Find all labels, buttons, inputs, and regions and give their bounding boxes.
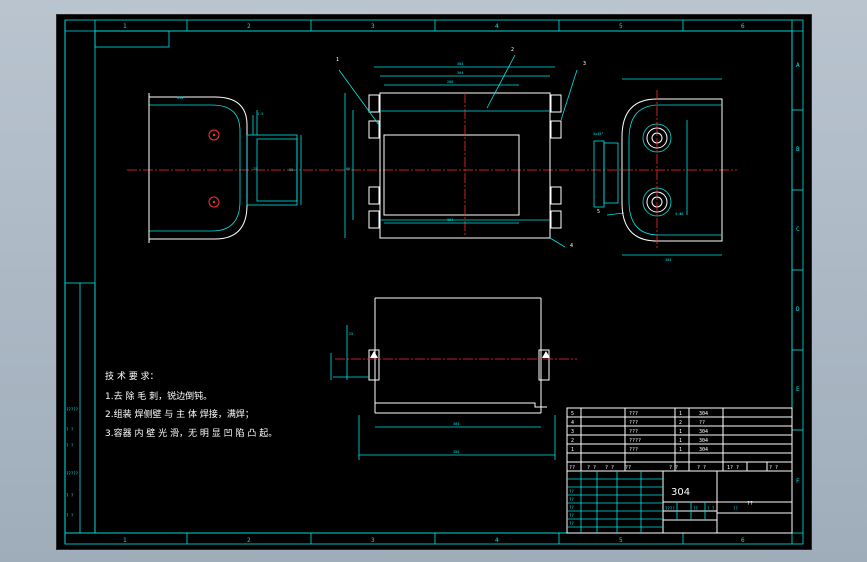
zone-dividers <box>186 20 803 544</box>
parts-row-material: ?? <box>699 420 705 426</box>
left-strip-label: ? ? <box>66 513 74 518</box>
svg-text:1.5: 1.5 <box>257 112 263 116</box>
section-view: 304 304 25 <box>330 297 577 460</box>
parts-header-cell: ?? <box>625 465 631 471</box>
parts-row-no: 4 <box>571 420 574 426</box>
zone-number-top: 6 <box>741 23 745 30</box>
parts-row-qty: 1 <box>679 447 682 453</box>
left-strip-label: ? ? <box>66 493 74 498</box>
parts-header-cell: ? ? <box>587 465 596 471</box>
zone-number-top: 5 <box>619 23 623 30</box>
parts-header-cell: ? ? <box>697 465 706 471</box>
svg-text:4x45°: 4x45° <box>593 132 604 136</box>
title-material: 304 <box>671 487 690 498</box>
tech-req-title: 技 术 要 求： <box>105 370 159 382</box>
parts-row-material: 304 <box>699 438 708 444</box>
left-strip-label: ? ? <box>66 443 74 448</box>
svg-text:304: 304 <box>453 450 459 454</box>
parts-row-name: ???? <box>629 438 641 444</box>
parts-row-material: 304 <box>699 429 708 435</box>
tech-req-item-2: 2.组装 焊侧壁 与 主 体 焊接，满焊； <box>105 408 254 420</box>
left-strip-label: ????? <box>66 471 79 476</box>
part-balloon: 5 <box>597 209 600 215</box>
svg-text:304: 304 <box>665 258 671 262</box>
zone-number-bottom: 2 <box>247 537 251 544</box>
left-side-view: 1.5 25 55 R10 <box>148 93 302 243</box>
zone-number-top: 4 <box>495 23 499 30</box>
parts-row-name: ??? <box>629 420 638 426</box>
parts-row-qty: 1 <box>679 429 682 435</box>
parts-header-cell: ?? <box>569 465 575 471</box>
parts-row-name: ??? <box>629 411 638 417</box>
title-row-label: ?? <box>569 497 574 502</box>
part-balloon: 4 <box>570 243 573 249</box>
parts-row-name: ??? <box>629 447 638 453</box>
right-side-view: 304 4-Φ8 4x45° <box>593 78 723 262</box>
parts-header-cell: ? ? <box>669 465 678 471</box>
part-balloon: 3 <box>583 61 586 67</box>
part-balloon: 2 <box>511 47 514 53</box>
parts-row-no: 2 <box>571 438 574 444</box>
svg-text:304: 304 <box>453 422 459 426</box>
zone-number-bottom: 5 <box>619 537 623 544</box>
zone-number-bottom: 6 <box>741 537 745 544</box>
zone-number-top: 3 <box>371 23 375 30</box>
zone-number-bottom: 3 <box>371 537 375 544</box>
left-strip-label: ????? <box>66 407 79 412</box>
svg-text:304: 304 <box>457 62 463 66</box>
zone-letter-right: D <box>796 306 800 313</box>
parts-row-no: 1 <box>571 447 574 453</box>
title-row-label: ?? <box>569 489 574 494</box>
parts-header-cell: 1? ? <box>727 465 739 471</box>
parts-header-cell: ? ? <box>769 465 778 471</box>
zone-number-bottom: 4 <box>495 537 499 544</box>
zone-letter-right: E <box>796 386 800 393</box>
technical-requirements: 技 术 要 求： 1.去 除 毛 刺，锐边倒钝。 2.组装 焊侧壁 与 主 体 … <box>105 370 277 439</box>
svg-text:304: 304 <box>447 218 453 222</box>
zone-letter-right: C <box>796 226 800 233</box>
zone-letter-right: B <box>796 146 800 153</box>
parts-header-cell: ? ? <box>605 465 614 471</box>
front-view: 304 304 200 304 66 <box>338 54 625 248</box>
parts-row-no: 5 <box>571 411 574 417</box>
title-scale-cell: ?? <box>693 506 698 511</box>
title-row-label: ?? <box>569 513 574 518</box>
title-block: 304 ?? <box>566 470 793 534</box>
tech-req-item-1: 1.去 除 毛 刺，锐边倒钝。 <box>105 390 212 402</box>
zone-letter-right: F <box>796 478 800 485</box>
tech-req-item-3: 3.容器 内 壁 光 滑，无 明 显 凹 陷 凸 起。 <box>105 427 277 439</box>
svg-text:4-Φ8: 4-Φ8 <box>675 212 683 216</box>
zone-letter-right: A <box>796 62 800 69</box>
title-scale-cell: ?? <box>733 506 738 511</box>
svg-text:25: 25 <box>253 167 257 171</box>
parts-row-qty: 2 <box>679 420 682 426</box>
parts-list <box>566 407 793 472</box>
zone-number-top: 2 <box>247 23 251 30</box>
title-name-cell: ?? <box>747 501 753 507</box>
parts-row-material: 304 <box>699 447 708 453</box>
parts-row-qty: 1 <box>679 411 682 417</box>
title-scale-cell: ? ? <box>707 506 715 511</box>
title-scale-cell: ???? <box>665 506 675 511</box>
left-strip-label: ? ? <box>66 427 74 432</box>
title-row-label: ?? <box>569 505 574 510</box>
svg-text:25: 25 <box>349 332 353 336</box>
svg-text:200: 200 <box>447 80 453 84</box>
parts-row-name: ??? <box>629 429 638 435</box>
svg-text:R10: R10 <box>177 96 183 100</box>
svg-text:66: 66 <box>346 167 350 171</box>
parts-row-material: 304 <box>699 411 708 417</box>
part-balloon: 1 <box>336 57 339 63</box>
title-row-label: ?? <box>569 521 574 526</box>
zone-number-bottom: 1 <box>123 537 127 544</box>
inner-frame <box>94 30 793 534</box>
parts-row-qty: 1 <box>679 438 682 444</box>
parts-row-no: 3 <box>571 429 574 435</box>
svg-text:304: 304 <box>457 71 463 75</box>
svg-text:55: 55 <box>289 168 293 172</box>
corner-mark <box>94 30 170 48</box>
zone-number-top: 1 <box>123 23 127 30</box>
